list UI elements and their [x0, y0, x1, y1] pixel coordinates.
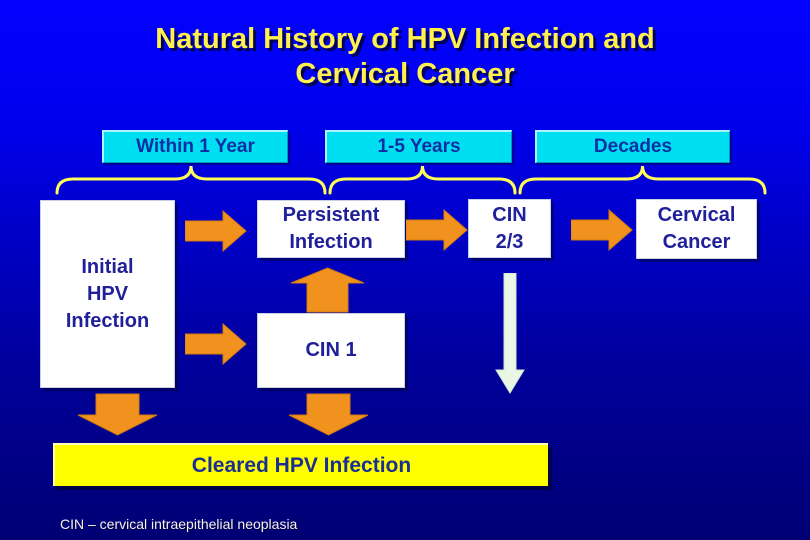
- timeline-label-decades: Decades: [593, 136, 673, 157]
- pale-arrow-down-icon-cin23: [495, 273, 525, 394]
- timeline-box-1-5-years: 1-5 Years: [325, 130, 512, 163]
- flow-label-cervical-cancer: Cervical Cancer: [657, 204, 736, 253]
- footnote: CIN – cervical intraepithelial neoplasia: [60, 516, 298, 532]
- timeline-box-within-1-year: Within 1 Year: [102, 130, 288, 163]
- slide-title-line2: Cervical Cancer: [295, 58, 515, 90]
- cleared-hpv-infection-label: Cleared HPV Infection: [191, 453, 412, 477]
- flow-box-cin-1: CIN 1: [257, 313, 405, 388]
- timeline-box-decades: Decades: [535, 130, 730, 163]
- curly-brace-icon-decades: [518, 165, 767, 195]
- arrow-down-icon-cin1-to-cleared: [288, 393, 369, 436]
- arrow-right-icon-initial-to-cin1: [185, 323, 247, 365]
- flow-label-initial-hpv-infection: Initial HPV Infection: [65, 255, 150, 332]
- timeline-label-1-5-years: 1-5 Years: [377, 136, 461, 157]
- slide-title: Natural History of HPV Infection and Cer…: [0, 22, 810, 92]
- flow-label-cin-2-3: CIN 2/3: [492, 203, 527, 253]
- flow-box-cin-2-3: CIN 2/3: [468, 199, 551, 258]
- timeline-label-within-1-year: Within 1 Year: [136, 136, 255, 157]
- arrow-right-icon-cin23-to-cervical: [571, 209, 633, 251]
- arrow-up-icon-cin1-to-persistent: [290, 267, 365, 313]
- curly-brace-icon-1-5-years: [328, 165, 517, 195]
- flow-box-persistent-infection: Persistent Infection: [257, 200, 405, 258]
- flow-box-cervical-cancer: Cervical Cancer: [636, 199, 757, 259]
- curly-brace-icon-within-1-year: [55, 165, 327, 195]
- flow-label-cin-1: CIN 1: [305, 339, 357, 361]
- cleared-hpv-infection-box: Cleared HPV Infection: [53, 443, 548, 486]
- flow-label-persistent-infection: Persistent Infection: [282, 204, 380, 253]
- slide-title-line1: Natural History of HPV Infection and: [155, 23, 655, 55]
- flow-box-initial-hpv-infection: Initial HPV Infection: [40, 200, 175, 388]
- arrow-right-icon-initial-to-persistent: [185, 210, 247, 252]
- arrow-right-icon-persistent-to-cin23: [406, 209, 468, 251]
- arrow-down-icon-initial-to-cleared: [77, 393, 158, 436]
